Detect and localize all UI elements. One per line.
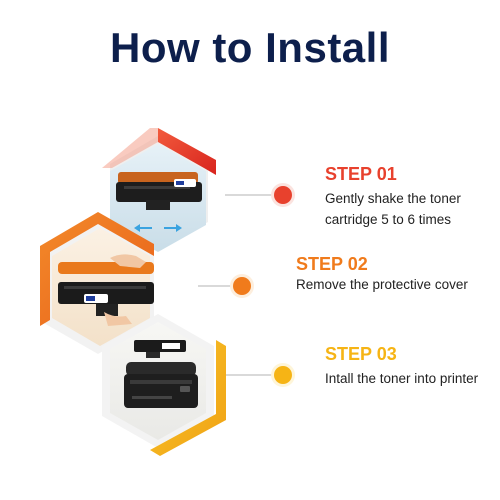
step-01-description: Gently shake the toner cartridge 5 to 6 … [325, 191, 461, 227]
step-03-image [124, 340, 198, 408]
step-03-title: STEP 03 [325, 344, 397, 364]
step-01-title: STEP 01 [325, 164, 397, 184]
page-title: How to Install [110, 24, 390, 71]
step-03-description: Intall the toner into printer [325, 371, 479, 386]
step-03-dot [271, 363, 295, 387]
step-02-description: Remove the protective cover [296, 277, 468, 292]
step-02-dot [230, 274, 254, 298]
step-02-image [58, 254, 154, 326]
step-02-title: STEP 02 [296, 254, 368, 274]
step-01-image [116, 172, 202, 232]
step-01-dot [271, 183, 295, 207]
